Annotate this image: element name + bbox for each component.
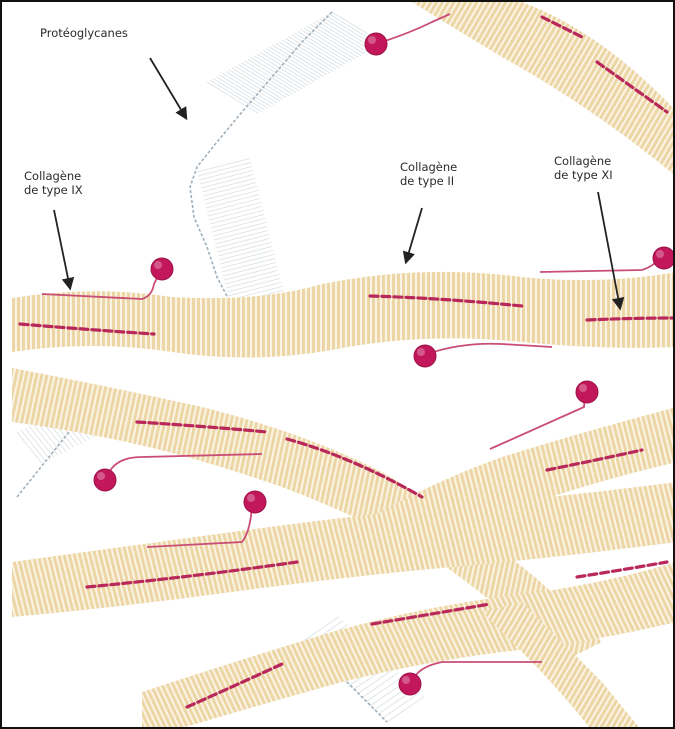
proteoglycan-hatching [17, 12, 424, 722]
hatch-line [213, 222, 266, 236]
arrow-proteoglycanes [150, 58, 186, 118]
collagen-head [151, 258, 173, 280]
hatch-line [387, 697, 424, 722]
hatch-line [202, 178, 255, 192]
hatch-line [205, 190, 258, 204]
collagen-head [653, 247, 675, 269]
label-collagen-ii: Collagène de type II [400, 160, 457, 188]
hatch-line [207, 198, 260, 212]
hatch-line [218, 242, 271, 256]
hatch-line [197, 158, 250, 172]
hatch-line [228, 282, 281, 296]
hatch-line [222, 258, 275, 272]
collagen-head [365, 33, 387, 55]
hatch-line [224, 266, 277, 280]
hatch-line [33, 424, 58, 455]
hatch-line [226, 274, 279, 288]
hatch-line [25, 428, 50, 459]
hatch-line [201, 174, 254, 188]
hatch-line [198, 162, 251, 176]
hatch-line [212, 218, 265, 232]
label-collagen-ii-line1: Collagène [400, 160, 457, 174]
label-collagen-ix-line2: de type IX [24, 183, 83, 197]
hatch-line [199, 166, 252, 180]
hatch-line [219, 246, 272, 260]
label-proteoglycanes-text: Protéoglycanes [40, 26, 128, 40]
fibril-main [12, 272, 675, 358]
label-collagen-xi: Collagène de type XI [554, 154, 613, 182]
label-collagen-xi-line1: Collagène [554, 154, 613, 168]
hatch-line [17, 432, 42, 463]
arrow-collagen-ix [54, 210, 70, 288]
hatch-line [216, 234, 269, 248]
hatch-line [220, 250, 273, 264]
proteoglycan-chains [17, 12, 387, 722]
pointer-arrows [54, 58, 620, 308]
hatch-line [21, 430, 46, 461]
collagen-head [399, 673, 421, 695]
collagen-head [414, 345, 436, 367]
hatch-line [211, 214, 264, 228]
collagen-head [94, 469, 116, 491]
hatch-line [29, 426, 54, 457]
hatch-line [221, 254, 274, 268]
hatch-line [206, 194, 259, 208]
label-collagen-ii-line2: de type II [400, 174, 457, 188]
hatch-line [227, 278, 280, 292]
hatch-line [208, 202, 261, 216]
hatch-line [225, 270, 278, 284]
hatch-line [366, 677, 403, 702]
label-collagen-ix: Collagène de type IX [24, 169, 83, 197]
hatch-line [214, 226, 267, 240]
hatch-line [223, 262, 276, 276]
hatch-line [215, 230, 268, 244]
label-proteoglycanes: Protéoglycanes [40, 26, 128, 40]
hatch-line [204, 186, 257, 200]
collagen-head [576, 381, 598, 403]
collagen-head [244, 491, 266, 513]
label-collagen-xi-line2: de type XI [554, 168, 613, 182]
hatch-line [210, 210, 263, 224]
collagen-fibrils [12, 2, 675, 729]
hatch-line [217, 238, 270, 252]
hatch-line [383, 693, 420, 718]
arrow-collagen-ii [406, 208, 422, 262]
hatch-line [209, 206, 262, 220]
hatch-line [203, 182, 256, 196]
hatch-line [200, 170, 253, 184]
label-collagen-ix-line1: Collagène [24, 169, 83, 183]
hatch-line [362, 673, 399, 698]
